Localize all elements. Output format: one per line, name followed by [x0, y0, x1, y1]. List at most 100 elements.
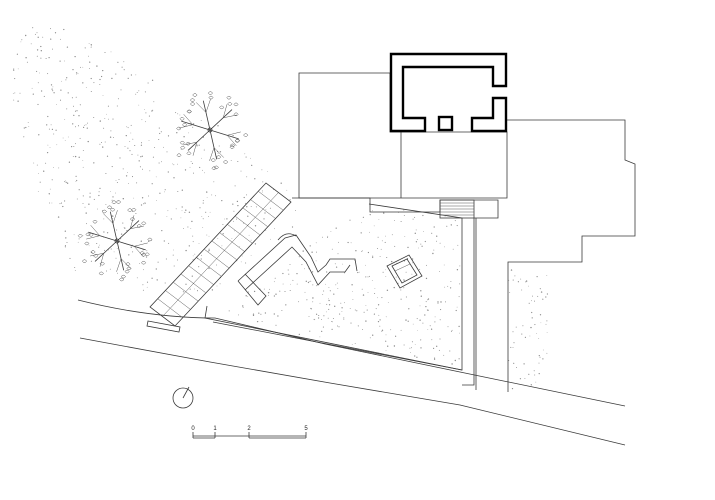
- tree-leaf: [216, 155, 222, 159]
- stipple-dot: [79, 137, 81, 139]
- stipple-dot: [115, 257, 117, 259]
- stipple-dot: [250, 157, 251, 159]
- stipple-dot: [147, 82, 149, 84]
- stipple-dot: [440, 301, 442, 303]
- stipple-dot: [173, 164, 175, 166]
- stipple-dot: [128, 254, 130, 256]
- stipple-dot: [135, 74, 137, 76]
- stipple-dot: [455, 309, 457, 312]
- stipple-dot: [531, 317, 533, 319]
- stipple-dot: [381, 297, 383, 299]
- stipple-dot: [450, 281, 452, 283]
- stipple-dot: [393, 219, 395, 221]
- stipple-dot: [311, 308, 313, 310]
- stipple-dot: [512, 279, 514, 281]
- stipple-dot: [452, 248, 454, 250]
- stipple-dot: [449, 287, 452, 289]
- stipple-dot: [232, 134, 234, 137]
- stipple-dot: [64, 244, 66, 247]
- tree-leaf: [120, 274, 126, 279]
- tree-branch: [116, 220, 140, 242]
- stipple-dot: [88, 203, 90, 205]
- stipple-dot: [117, 61, 119, 63]
- stipple-dot: [433, 358, 436, 360]
- stipple-dot: [386, 256, 388, 259]
- stipple-dot: [290, 283, 291, 285]
- stipple-dot: [337, 325, 338, 327]
- stipple-dot: [446, 225, 448, 227]
- stipple-dot: [281, 310, 283, 311]
- stipple-dot: [443, 354, 445, 356]
- stipple-dot: [414, 344, 416, 346]
- stipple-dot: [372, 210, 373, 212]
- stipple-dot: [208, 248, 210, 250]
- tree-branch: [109, 211, 118, 242]
- stipple-dot: [414, 232, 416, 234]
- stipple-dot: [126, 230, 128, 232]
- stipple-dot: [192, 123, 195, 125]
- stipple-dot: [244, 202, 246, 204]
- stipple-dot: [173, 177, 175, 179]
- stipple-dot: [82, 160, 84, 161]
- stipple-dot: [337, 253, 339, 255]
- stipple-dot: [308, 316, 310, 318]
- stipple-dot: [296, 272, 298, 275]
- stipple-dot: [450, 330, 453, 332]
- tree-twig: [213, 147, 224, 158]
- stipple-dot: [142, 168, 143, 170]
- tree-trunk: [207, 127, 213, 133]
- tree-leaf: [226, 95, 232, 100]
- stipple-dot: [82, 150, 84, 151]
- stipple-dot: [315, 285, 317, 287]
- tree-branch: [88, 231, 118, 242]
- stipple-dot: [241, 255, 243, 257]
- stipple-dot: [422, 214, 424, 217]
- stipple-dot: [381, 330, 383, 332]
- stipple-dot: [242, 306, 244, 308]
- stipple-dot: [141, 119, 143, 121]
- tree-twig: [222, 104, 228, 118]
- stipple-dot: [522, 325, 524, 327]
- stair-tread: [165, 290, 191, 310]
- stipple-dot: [416, 356, 418, 358]
- scale-label-5: 5: [304, 426, 308, 432]
- stipple-dot: [136, 277, 138, 279]
- stipple-dot: [327, 298, 329, 300]
- stipple-dot: [355, 250, 357, 252]
- planter: [386, 254, 423, 289]
- stipple-dot: [237, 160, 239, 163]
- tree-leaf: [229, 145, 235, 149]
- stipple-dot: [534, 324, 536, 326]
- stipple-dot: [110, 51, 112, 53]
- stipple-dot: [239, 246, 241, 248]
- small-stair: [439, 199, 475, 219]
- stipple-dot: [31, 87, 33, 89]
- stipple-dot: [105, 204, 107, 206]
- stipple-dot: [264, 212, 266, 214]
- stipple-dot: [38, 134, 40, 136]
- tree-twig: [196, 102, 207, 113]
- stipple-dot: [184, 169, 187, 171]
- stipple-dot: [76, 73, 77, 75]
- stipple-dot: [113, 251, 115, 253]
- stipple-dot: [439, 338, 441, 340]
- stipple-dot: [539, 314, 542, 316]
- stipple-dot: [288, 273, 290, 275]
- tree-leaf: [139, 251, 145, 255]
- stipple-dot: [75, 181, 77, 182]
- stipple-dot: [378, 219, 380, 220]
- tree-leaf: [211, 166, 217, 170]
- stipple-dot: [273, 281, 275, 283]
- stipple-dot: [250, 206, 252, 208]
- stipple-dot: [416, 239, 418, 241]
- stipple-dot: [74, 155, 77, 158]
- tree-leaf: [119, 277, 125, 282]
- stipple-dot: [439, 270, 440, 272]
- stipple-dot: [415, 241, 418, 243]
- stipple-dot: [252, 314, 255, 317]
- stipple-dot: [533, 300, 536, 302]
- stipple-dot: [170, 218, 172, 220]
- stipple-dot: [412, 262, 413, 264]
- stipple-dot: [403, 215, 405, 216]
